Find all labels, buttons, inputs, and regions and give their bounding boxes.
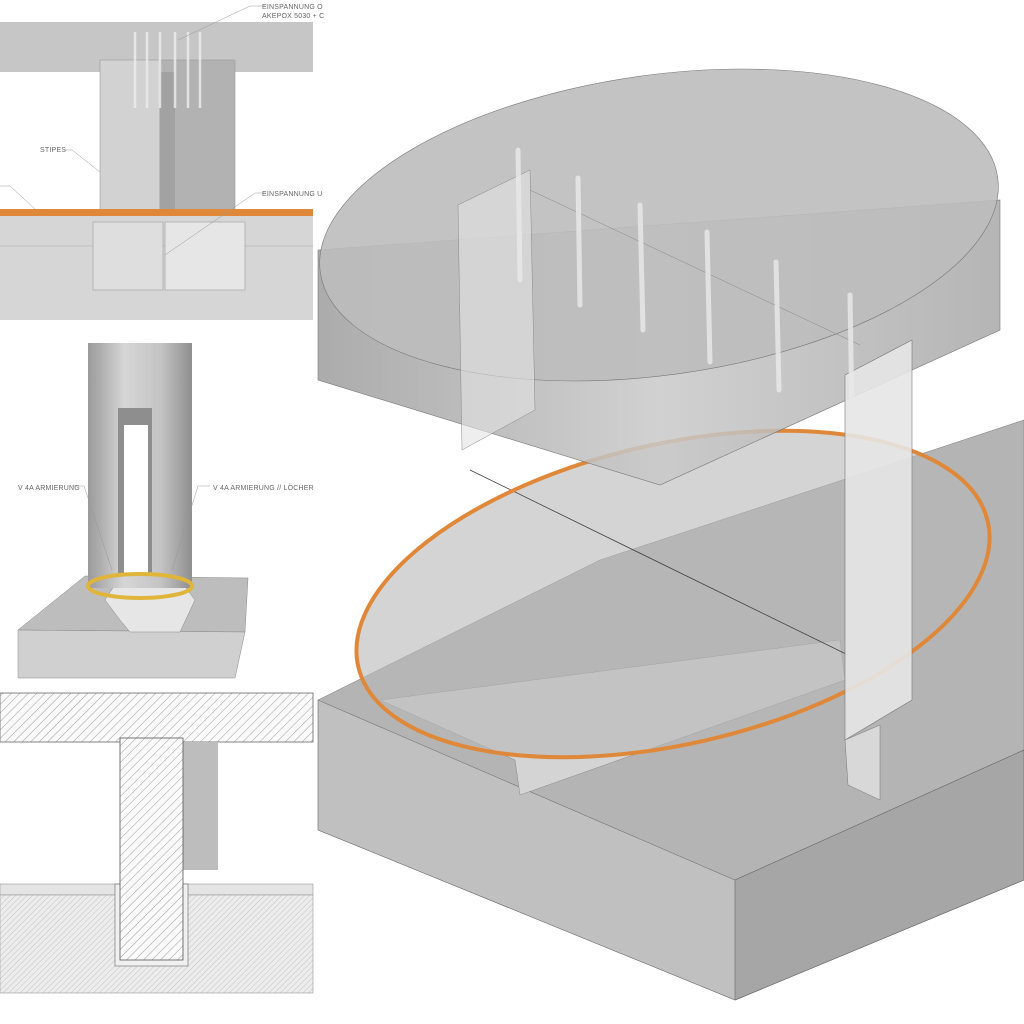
label-armierung: V 4A ARMIERUNG <box>18 485 80 492</box>
perspective-detail-panel: V 4A ARMIERUNG V 4A ARMIERUNG // LÖCHER <box>17 343 314 679</box>
orange-ring <box>86 572 194 600</box>
elevation-panel: EINSPANNUNG O AKEPOX 5030 + C STIPES EIN… <box>0 4 324 320</box>
orange-band <box>0 209 313 216</box>
label-einspannung-unten: EINSPANNUNG U <box>262 191 322 198</box>
leader-lines-2 <box>72 485 210 571</box>
rebars <box>133 32 202 108</box>
section-panel <box>0 692 314 994</box>
column-slot <box>124 425 148 575</box>
section-slab <box>0 692 314 743</box>
axonometric-view <box>317 68 1024 1001</box>
section-pillar <box>119 737 184 961</box>
label-stipes: STIPES <box>40 147 66 154</box>
upper-rebars <box>515 147 855 423</box>
label-einspannung-oben: EINSPANNUNG O <box>262 4 323 11</box>
stipes-slab <box>844 339 913 741</box>
label-akepox: AKEPOX 5030 + C <box>262 13 324 20</box>
label-armierung-loecher: V 4A ARMIERUNG // LÖCHER <box>213 484 314 492</box>
leader-lines <box>0 5 266 256</box>
